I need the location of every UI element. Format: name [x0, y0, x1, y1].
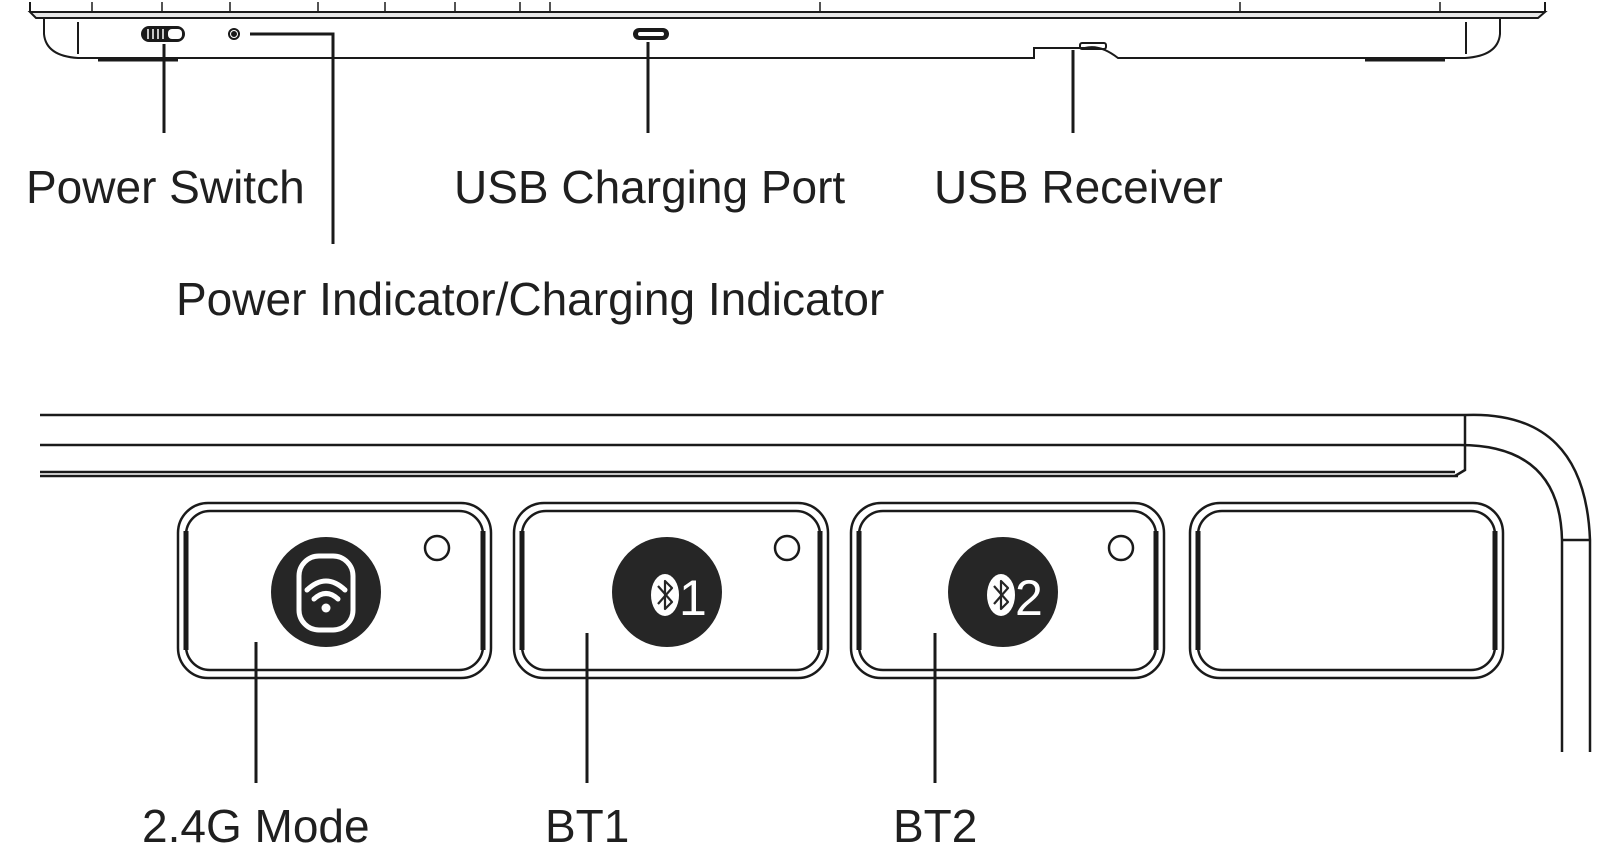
power-switch-icon: [141, 26, 185, 42]
keyboard-side-view: [27, 2, 1548, 62]
key-bt1: [512, 501, 830, 680]
bluetooth-icon: [612, 537, 722, 647]
label-power-indicator: Power Indicator/Charging Indicator: [176, 273, 885, 325]
label-usb-charging-port: USB Charging Port: [454, 161, 846, 213]
bt1-key-number: 1: [679, 570, 707, 626]
bluetooth-icon: [948, 537, 1058, 647]
label-power-switch: Power Switch: [26, 161, 305, 213]
label-usb-receiver: USB Receiver: [934, 161, 1223, 213]
usb-charging-port-icon: [633, 28, 669, 40]
leader-lines-top: [162, 32, 1075, 244]
key-24g-mode: [176, 501, 493, 680]
label-24g-mode: 2.4G Mode: [142, 800, 370, 852]
label-bt2: BT2: [893, 800, 978, 852]
keyboard-frame: [40, 413, 1592, 752]
wireless-receiver-icon: [271, 537, 381, 647]
leader-lines-bottom: [254, 633, 937, 783]
key-blank: [1188, 501, 1505, 680]
label-bt1: BT1: [545, 800, 630, 852]
key-bt2: [849, 501, 1166, 680]
power-indicator-led-icon: [228, 28, 240, 40]
bt2-key-number: 2: [1015, 570, 1043, 626]
